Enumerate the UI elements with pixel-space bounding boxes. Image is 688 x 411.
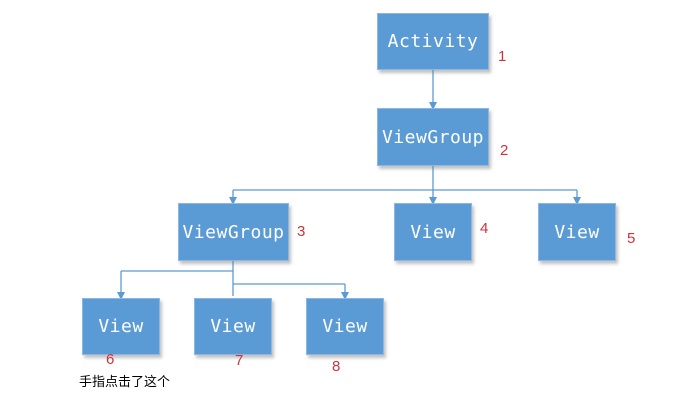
view4-box: View: [394, 203, 472, 261]
view5-number: 5: [627, 230, 636, 247]
view4-number: 4: [480, 220, 489, 237]
viewgroup2-number: 2: [500, 142, 509, 159]
view6-number: 6: [106, 351, 115, 368]
viewgroup2-box: ViewGroup: [377, 108, 489, 166]
view6-box: View: [82, 298, 160, 355]
view7-box: View: [194, 298, 272, 355]
view8-box: View: [306, 298, 384, 355]
view8-number: 8: [332, 358, 341, 375]
view7-number: 7: [235, 352, 244, 369]
activity-number: 1: [498, 48, 507, 65]
viewgroup3-number: 3: [297, 223, 306, 240]
touch-caption: 手指点击了这个: [79, 375, 171, 390]
activity-box: Activity: [377, 13, 489, 70]
viewgroup3-box: ViewGroup: [178, 203, 289, 261]
view5-box: View: [538, 203, 616, 261]
